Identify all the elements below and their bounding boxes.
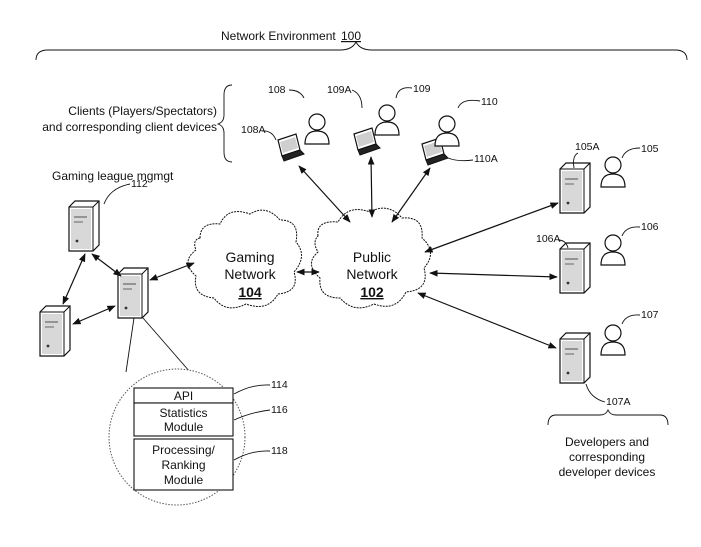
title-ref: 100 xyxy=(341,29,361,43)
gaming-network-label: Gaming xyxy=(225,249,274,265)
developer-107-connector xyxy=(417,292,557,349)
client-110-connector xyxy=(391,167,431,223)
public-network-label: Public xyxy=(353,249,391,265)
module-stack: API Statistics Module Processing/ Rankin… xyxy=(133,387,234,491)
developer-105 xyxy=(559,156,626,214)
developer-107 xyxy=(559,324,626,384)
league-gaming-connector xyxy=(149,262,195,281)
top-brace xyxy=(35,40,688,61)
ref-116: 116 xyxy=(271,404,288,416)
ref-107A: 107A xyxy=(606,396,631,408)
league-top-left-connector xyxy=(62,253,86,305)
user-icon xyxy=(600,234,626,266)
svg-text:Developers and: Developers and xyxy=(565,435,649,449)
svg-text:Ranking: Ranking xyxy=(161,458,205,472)
client-109 xyxy=(353,104,400,156)
developer-105-connector xyxy=(424,202,559,253)
ref-106: 106 xyxy=(641,221,659,233)
svg-text:Module: Module xyxy=(164,420,204,434)
ref-110: 110 xyxy=(481,96,498,108)
client-109-connector xyxy=(367,156,376,218)
league-label: Gaming league mgmgt xyxy=(52,169,174,183)
ref-108A: 108A xyxy=(241,124,266,136)
processing-label: Processing/ xyxy=(152,443,215,457)
svg-text:and corresponding client devic: and corresponding client devices xyxy=(42,120,217,134)
svg-text:Network Environment: Network Environment xyxy=(221,29,336,43)
ref-108: 108 xyxy=(268,84,286,96)
league-top-main-connector xyxy=(91,253,122,277)
user-icon xyxy=(304,113,330,145)
developer-106 xyxy=(559,234,626,294)
user-icon xyxy=(600,324,626,356)
server-icon xyxy=(559,162,591,214)
user-icon xyxy=(434,115,460,147)
svg-text:developer devices: developer devices xyxy=(559,465,656,479)
server-icon xyxy=(559,332,591,384)
public-network-ref: 102 xyxy=(360,284,384,300)
server-icon xyxy=(559,242,591,294)
ref-107: 107 xyxy=(641,309,659,321)
processing-ranking-module-box xyxy=(133,438,234,491)
statistics-module-box xyxy=(133,402,234,437)
developers-brace xyxy=(547,408,669,426)
server-icon xyxy=(68,200,100,252)
league-server-main xyxy=(117,267,149,319)
svg-text:Network: Network xyxy=(224,266,276,282)
svg-text:Clients (Players/Spectators): Clients (Players/Spectators) xyxy=(68,104,217,118)
ref-110A: 110A xyxy=(474,153,498,165)
clients-label: Clients (Players/Spectators) and corresp… xyxy=(42,104,217,134)
user-icon xyxy=(374,104,400,136)
league-server-top xyxy=(68,200,100,252)
developer-106-connector xyxy=(429,269,558,281)
ref-109: 109 xyxy=(413,83,431,95)
network-environment-title: Network Environment 100 xyxy=(221,29,361,43)
statistics-label: Statistics xyxy=(159,406,207,420)
svg-text:Module: Module xyxy=(164,473,204,487)
gaming-network-cloud xyxy=(187,209,302,309)
ref-105A: 105A xyxy=(575,141,600,153)
league-server-left xyxy=(39,305,71,357)
developers-label: Developers and corresponding developer d… xyxy=(559,435,656,479)
api-label: API xyxy=(174,389,193,403)
client-110 xyxy=(421,115,460,166)
ref-118: 118 xyxy=(271,445,288,457)
ref-109A: 109A xyxy=(327,84,352,96)
svg-text:Network: Network xyxy=(346,266,398,282)
public-network-cloud xyxy=(311,207,431,309)
ref-112: 112 xyxy=(131,178,148,190)
league-left-main-connector xyxy=(72,305,116,325)
client-108 xyxy=(277,113,330,162)
ref-105: 105 xyxy=(641,143,659,155)
server-icon xyxy=(39,305,71,357)
laptop-icon xyxy=(277,133,305,162)
clients-brace xyxy=(216,84,233,163)
ref-114: 114 xyxy=(271,379,288,391)
client-108-connector xyxy=(298,165,351,223)
ref-106A: 106A xyxy=(536,233,561,245)
gaming-network-ref: 104 xyxy=(238,284,262,300)
user-icon xyxy=(600,156,626,188)
server-icon xyxy=(117,267,149,319)
svg-text:corresponding: corresponding xyxy=(569,450,645,464)
